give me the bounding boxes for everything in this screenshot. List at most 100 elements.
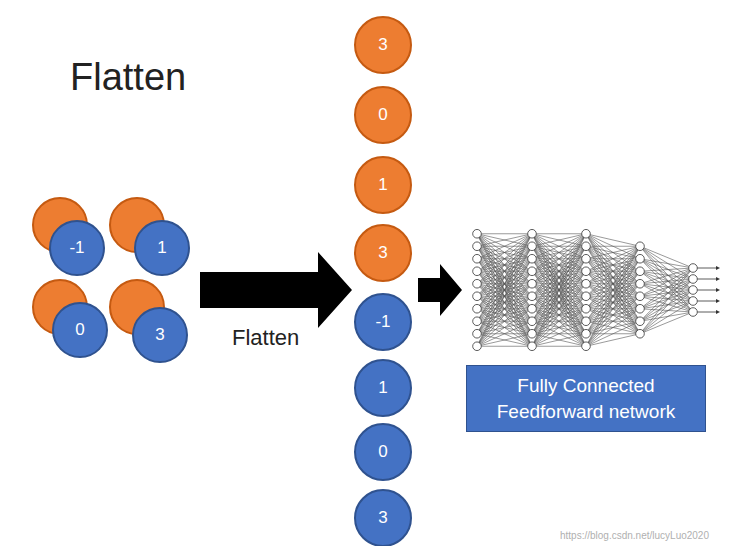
net-link — [532, 321, 586, 346]
net-link — [586, 246, 640, 271]
neuron — [636, 242, 645, 251]
title: Flatten — [70, 56, 186, 99]
net-arrowhead — [716, 299, 720, 303]
value-circle: 0 — [52, 302, 108, 358]
net-link — [586, 321, 640, 346]
neuron — [473, 254, 482, 263]
neuron — [582, 267, 591, 276]
value-number: -1 — [69, 238, 84, 258]
neuron — [582, 254, 591, 263]
net-link — [477, 234, 532, 272]
net-link — [532, 234, 586, 247]
neuron — [528, 242, 537, 251]
neuron — [528, 304, 537, 313]
neuron — [528, 317, 537, 326]
value-number: 3 — [155, 325, 164, 345]
net-link — [586, 309, 640, 347]
neuron — [582, 329, 591, 338]
net-link — [532, 234, 586, 297]
net-link — [532, 234, 586, 309]
value-number: 0 — [75, 320, 84, 340]
value-number: 1 — [378, 175, 387, 195]
net-link — [532, 346, 586, 347]
net-arrowhead — [716, 266, 720, 270]
neuron — [473, 304, 482, 313]
value-circle: 0 — [354, 423, 412, 481]
net-link — [477, 259, 532, 347]
net-link — [532, 284, 586, 347]
neuron — [528, 329, 537, 338]
net-link — [586, 234, 640, 284]
net-link — [477, 321, 532, 346]
net-link — [477, 234, 532, 322]
neuron — [473, 267, 482, 276]
value-circle: 1 — [354, 156, 412, 214]
net-link — [477, 234, 532, 247]
net-link — [586, 234, 640, 259]
net-link — [586, 246, 640, 309]
value-circle: 3 — [354, 16, 412, 74]
net-link — [532, 284, 586, 347]
neuron — [689, 286, 698, 295]
neuron — [689, 297, 698, 306]
neuron — [528, 342, 537, 351]
net-link — [477, 309, 532, 347]
net-link — [477, 234, 532, 259]
value-circle: 3 — [354, 489, 412, 546]
net-link — [640, 268, 693, 321]
net-link — [532, 234, 586, 309]
net-arrowhead — [716, 310, 720, 314]
net-link — [640, 279, 693, 334]
net-link — [640, 268, 693, 309]
layer-box: Fully Connected Feedforward network — [466, 365, 706, 432]
value-circle: 1 — [134, 220, 190, 276]
value-number: 0 — [378, 105, 387, 125]
neuron — [582, 317, 591, 326]
neuron — [636, 254, 645, 263]
net-link — [586, 246, 640, 259]
net-link — [586, 246, 640, 321]
net-link — [477, 271, 532, 346]
neuron — [636, 304, 645, 313]
value-number: 0 — [378, 442, 387, 462]
net-link — [477, 234, 532, 259]
neuron — [528, 292, 537, 301]
net-link — [477, 233, 532, 234]
small-arrow — [418, 264, 462, 316]
net-link — [532, 321, 586, 346]
net-link — [586, 246, 640, 296]
net-link — [532, 271, 586, 346]
value-circle: 0 — [354, 86, 412, 144]
net-link — [477, 234, 532, 347]
neuron — [636, 329, 645, 338]
value-number: 3 — [378, 243, 387, 263]
net-link — [640, 284, 693, 312]
net-link — [477, 284, 532, 347]
net-link — [532, 234, 586, 347]
net-link — [532, 246, 586, 346]
box-label: Fully Connected Feedforward network — [477, 373, 695, 424]
net-link — [586, 234, 640, 322]
net-link — [477, 334, 532, 347]
net-link — [477, 346, 532, 347]
neuron — [636, 292, 645, 301]
net-link — [532, 233, 586, 234]
net-link — [532, 234, 586, 322]
net-link — [477, 234, 532, 334]
net-link — [477, 234, 532, 322]
net-arrowhead — [716, 288, 720, 292]
neuron — [473, 329, 482, 338]
net-link — [477, 234, 532, 347]
neuron — [582, 242, 591, 251]
net-link — [640, 301, 693, 309]
net-link — [532, 234, 586, 322]
net-link — [477, 271, 532, 346]
net-link — [640, 268, 693, 334]
net-link — [640, 301, 693, 334]
flatten-arrow — [200, 252, 352, 328]
net-link — [477, 309, 532, 347]
net-link — [586, 246, 640, 284]
neuron — [689, 264, 698, 273]
net-link — [586, 246, 640, 321]
neuron — [636, 267, 645, 276]
